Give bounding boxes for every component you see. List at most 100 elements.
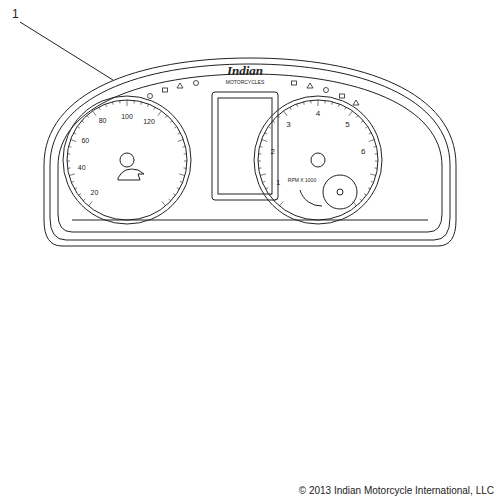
rpm-unit: RPM X 1000 bbox=[288, 178, 316, 183]
tick-mark bbox=[78, 194, 80, 196]
tick-mark bbox=[268, 126, 270, 128]
warning-icon bbox=[194, 81, 199, 86]
tick-mark bbox=[266, 188, 269, 189]
brand-subtitle: MOTORCYCLES bbox=[226, 80, 265, 85]
warning-lights bbox=[148, 81, 360, 106]
warning-icon bbox=[177, 83, 183, 88]
tick-mark bbox=[82, 121, 84, 123]
speed-number: 60 bbox=[81, 137, 89, 144]
tick-mark bbox=[165, 115, 167, 117]
tick-mark bbox=[370, 174, 376, 176]
callout-number: 1 bbox=[12, 8, 19, 20]
tick-mark bbox=[260, 146, 263, 148]
tick-mark bbox=[371, 181, 374, 182]
tick-mark bbox=[77, 126, 79, 128]
tick-mark bbox=[365, 126, 367, 128]
tick-mark bbox=[269, 194, 271, 196]
tick-mark bbox=[369, 133, 372, 134]
tick-mark bbox=[158, 111, 161, 116]
tick-mark bbox=[296, 104, 297, 107]
tick-mark bbox=[140, 102, 142, 105]
tick-mark bbox=[338, 104, 339, 107]
tick-mark bbox=[68, 167, 71, 168]
tick-mark bbox=[356, 115, 358, 117]
tick-mark bbox=[265, 133, 268, 134]
speed-number: 120 bbox=[143, 118, 155, 125]
tick-mark bbox=[178, 133, 181, 134]
speedometer-hub bbox=[120, 153, 134, 167]
tick-mark bbox=[147, 104, 148, 107]
tick-mark bbox=[310, 100, 311, 103]
tick-mark bbox=[154, 107, 155, 110]
tick-mark bbox=[262, 139, 268, 141]
tick-mark bbox=[375, 153, 378, 154]
tick-mark bbox=[112, 102, 114, 105]
tick-mark bbox=[174, 126, 176, 128]
tick-mark bbox=[360, 199, 362, 201]
speedometer-bezel bbox=[63, 96, 191, 224]
speed-number: 100 bbox=[121, 113, 133, 120]
tick-mark bbox=[278, 115, 280, 117]
tick-mark bbox=[105, 104, 106, 107]
tick-mark bbox=[180, 181, 183, 182]
tick-mark bbox=[184, 153, 187, 154]
tick-mark bbox=[67, 153, 70, 154]
tick-mark bbox=[67, 160, 70, 161]
tick-mark bbox=[133, 100, 134, 103]
tick-mark bbox=[183, 167, 186, 168]
tick-mark bbox=[99, 107, 100, 110]
display-screen bbox=[218, 98, 272, 194]
tick-mark bbox=[260, 174, 266, 176]
tick-mark bbox=[361, 121, 363, 123]
tick-mark bbox=[273, 121, 275, 123]
tick-mark bbox=[169, 199, 171, 201]
speed-number: 20 bbox=[91, 189, 99, 196]
tick-mark bbox=[368, 188, 371, 189]
speed-number: 80 bbox=[99, 117, 107, 124]
tick-mark bbox=[284, 111, 287, 116]
tick-mark bbox=[83, 199, 85, 201]
tick-mark bbox=[71, 181, 74, 182]
leader-line bbox=[20, 22, 113, 80]
rpm-number: 3 bbox=[286, 121, 290, 129]
tick-mark bbox=[364, 194, 366, 196]
tick-mark bbox=[374, 167, 377, 168]
fuel-gauge-hub bbox=[337, 189, 343, 195]
tick-mark bbox=[184, 160, 187, 161]
fuel-gauge-dial bbox=[323, 175, 357, 209]
warning-icon bbox=[324, 88, 329, 93]
warning-icon bbox=[148, 94, 153, 99]
tick-mark bbox=[258, 160, 261, 161]
tick-mark bbox=[259, 167, 262, 168]
tick-mark bbox=[87, 115, 89, 117]
display-frame bbox=[212, 92, 278, 200]
warning-icon bbox=[163, 88, 168, 92]
tick-mark bbox=[274, 199, 276, 201]
tick-mark bbox=[258, 153, 261, 154]
rpm-number: 1 bbox=[276, 179, 280, 187]
tick-mark bbox=[119, 100, 120, 103]
tick-mark bbox=[345, 107, 346, 110]
tick-mark bbox=[177, 188, 180, 189]
rpm-number: 4 bbox=[316, 110, 320, 118]
warning-icon bbox=[307, 83, 313, 88]
tick-mark bbox=[374, 146, 377, 148]
rpm-number: 2 bbox=[270, 148, 274, 156]
housing-inner-outline bbox=[50, 64, 450, 240]
tick-mark bbox=[179, 174, 185, 176]
tachometer-dial bbox=[258, 100, 378, 220]
tick-mark bbox=[331, 102, 333, 105]
speedometer-dial bbox=[67, 100, 187, 220]
warning-icon bbox=[340, 94, 345, 98]
tick-mark bbox=[74, 133, 77, 134]
tachometer-bezel bbox=[254, 96, 382, 224]
tach-redline-arc bbox=[300, 190, 322, 206]
tick-mark bbox=[279, 201, 283, 206]
tick-mark bbox=[303, 102, 305, 105]
warning-icon bbox=[292, 81, 297, 85]
tick-mark bbox=[290, 107, 291, 110]
warning-icon bbox=[353, 100, 359, 105]
tick-mark bbox=[69, 174, 75, 176]
copyright-notice: © 2013 Indian Motorcycle International, … bbox=[299, 486, 494, 496]
